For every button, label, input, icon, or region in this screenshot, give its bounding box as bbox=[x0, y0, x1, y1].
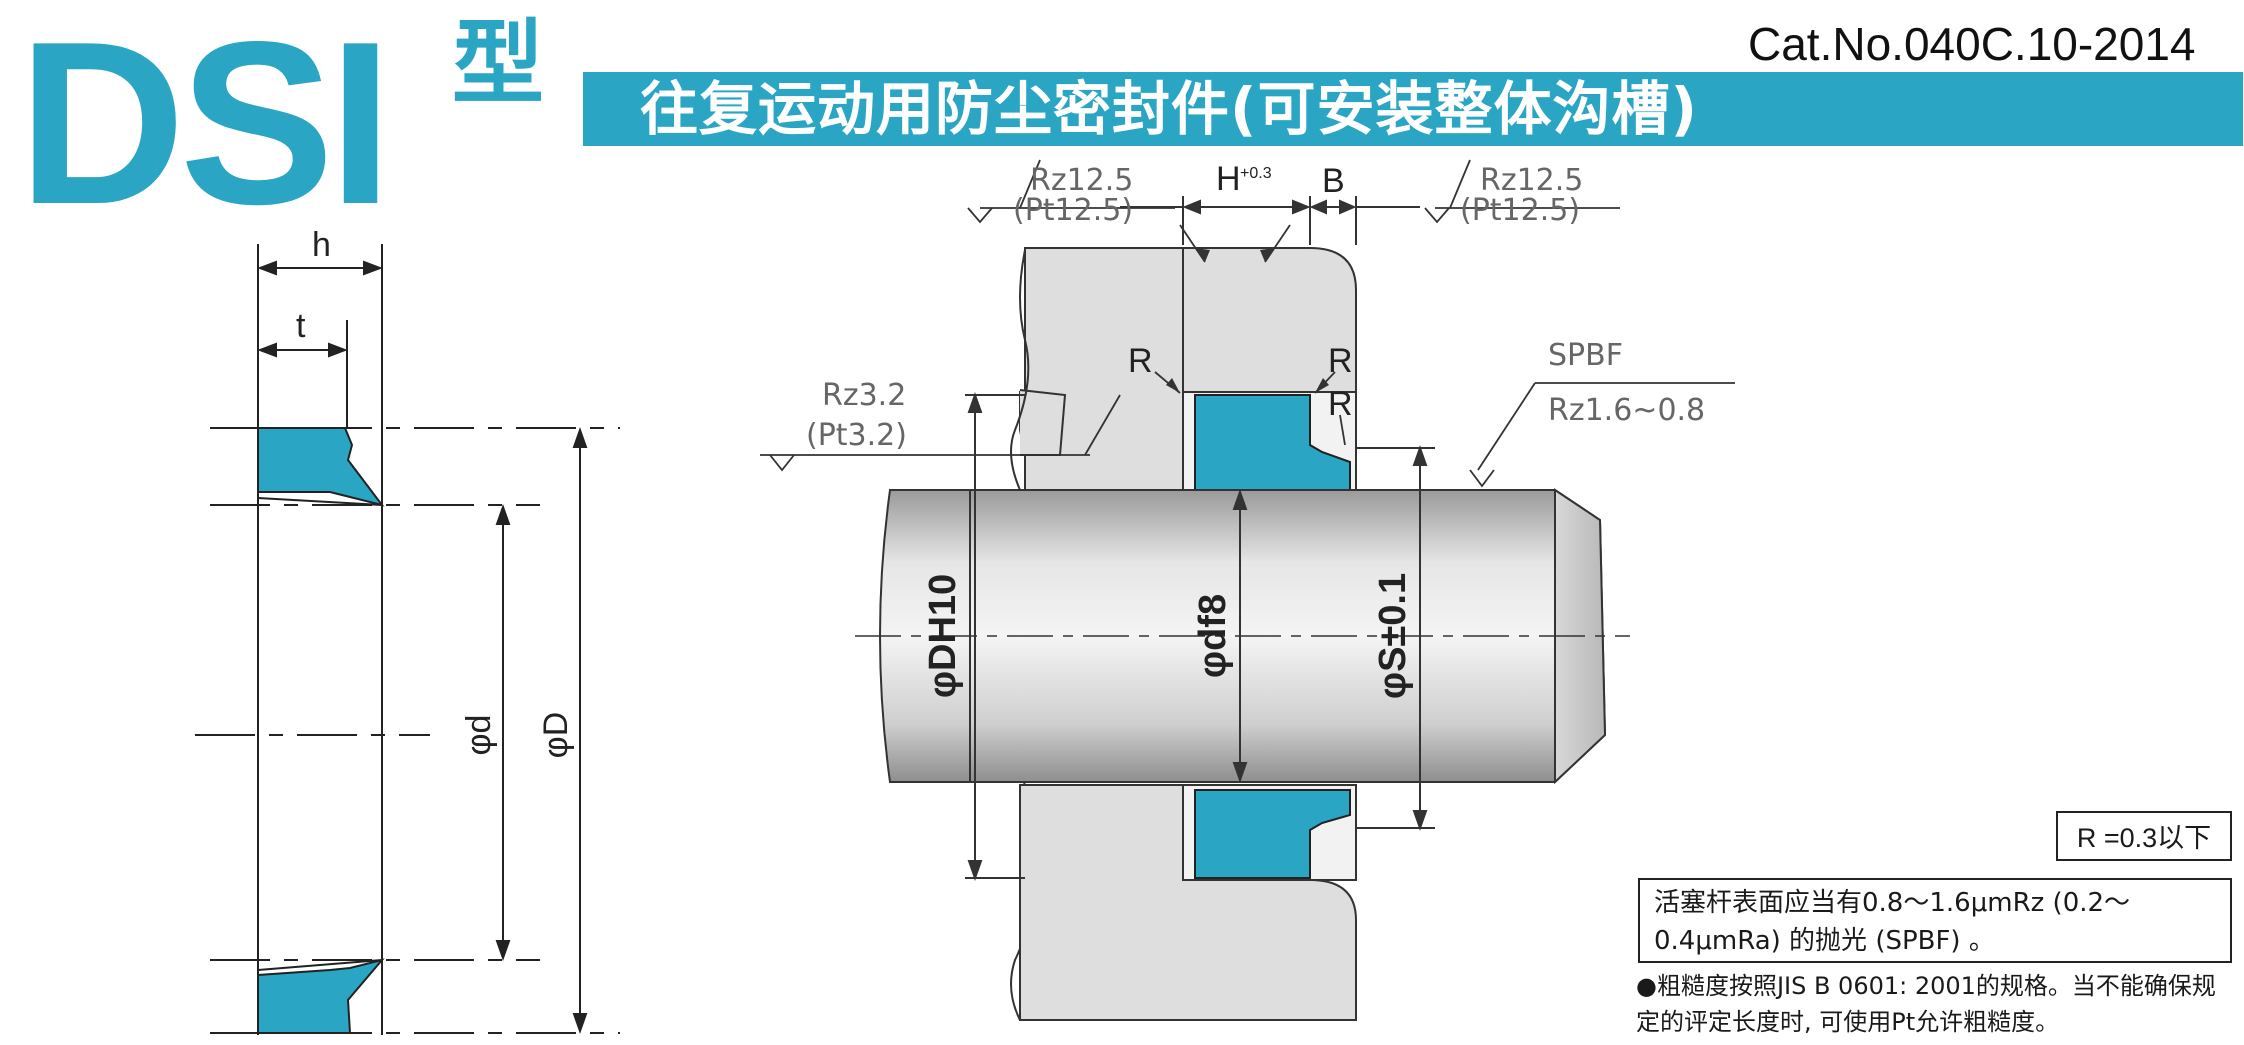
catalog-number: Cat.No.040C.10-2014 bbox=[1748, 18, 2196, 70]
dim-label-h: h bbox=[312, 226, 331, 264]
rod-finish-note: 活塞杆表面应当有0.8～1.6μmRz (0.2～0.4μmRa) 的抛光 (S… bbox=[1638, 878, 2232, 963]
finish-code-label: SPBF bbox=[1548, 338, 1623, 373]
surface-finish-top-left-pt: (Pt12.5) bbox=[1013, 193, 1133, 228]
dim-label-H: H bbox=[1216, 160, 1241, 198]
title-banner bbox=[583, 72, 2243, 146]
radius-note-box: R =0.3以下 bbox=[2056, 811, 2232, 861]
dim-label-B: B bbox=[1322, 162, 1345, 200]
dim-label-H-tolerance: +0.3 bbox=[1240, 165, 1272, 182]
seal-section-bottom bbox=[257, 958, 385, 1034]
finish-range-label: Rz1.6~0.8 bbox=[1548, 393, 1705, 428]
surface-finish-top-left: Rz12.5 bbox=[1030, 163, 1133, 198]
roughness-footnote: ●粗糙度按照JIS B 0601: 2001的规格。当不能确保规定的评定长度时,… bbox=[1636, 972, 2216, 1036]
radius-label-left: R bbox=[1128, 342, 1153, 380]
radius-label-right-1: R bbox=[1328, 342, 1353, 380]
seal-installed-bottom bbox=[1194, 789, 1351, 879]
dim-label-phi-d: φd bbox=[460, 715, 498, 756]
dim-label-S: φS±0.1 bbox=[1372, 573, 1414, 699]
dim-label-DH10: φDH10 bbox=[922, 574, 964, 698]
radius-label-right-2: R bbox=[1328, 385, 1353, 423]
dim-label-t: t bbox=[296, 307, 306, 345]
seal-section-top bbox=[257, 427, 385, 507]
dim-label-phi-D: φD bbox=[537, 712, 575, 759]
page-title: 往复运动用防尘密封件(可安装整体沟槽) bbox=[640, 75, 1699, 143]
type-character: 型 bbox=[452, 10, 545, 117]
seal-cross-section-drawing bbox=[195, 244, 620, 1035]
assembly-drawing bbox=[760, 159, 1735, 1021]
surface-finish-top-right-pt: (Pt12.5) bbox=[1460, 193, 1580, 228]
dim-label-df8: φdf8 bbox=[1192, 594, 1234, 678]
surface-finish-bore-pt: (Pt3.2) bbox=[806, 418, 907, 453]
surface-finish-bore: Rz3.2 bbox=[822, 378, 906, 413]
series-logo: DSI bbox=[18, 0, 393, 253]
surface-finish-top-right: Rz12.5 bbox=[1480, 163, 1583, 198]
